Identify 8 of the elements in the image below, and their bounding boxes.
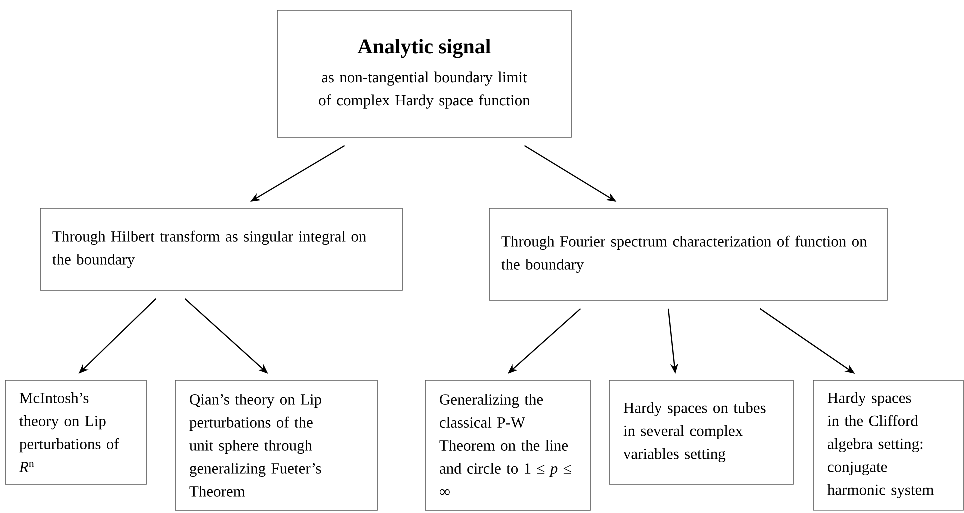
topic-box: Hardy spaces in the Clifford algebra setting: conjugate harmonic system	[813, 380, 964, 511]
method-box: Through Hilbert transform as singular integral on the boundary	[40, 208, 403, 291]
topic-box: Generalizing the classical P-W Theorem on the line and circle to 1 ≤ p ≤ ∞	[425, 380, 591, 511]
topic-box: McIntosh’s theory on Lip perturbations of R$^{n}$	[5, 380, 147, 485]
method-box: Through Fourier spectrum characterization of function on the boundary	[489, 208, 888, 301]
topic-box: Hardy spaces on tubes in several complex variables setting	[609, 380, 794, 485]
title-box: Analytic signal as non-tangential boundary limit of complex Hardy space function	[277, 10, 572, 138]
topic-box: Qian’s theory on Lip perturbations of the unit sphere through generalizing Fueter’s Theorem	[175, 380, 378, 511]
